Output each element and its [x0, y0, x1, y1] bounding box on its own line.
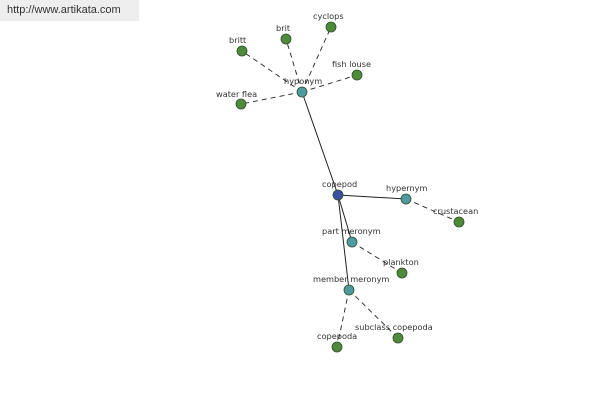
node-hyponym[interactable]	[296, 86, 308, 98]
labels-layer: copepod hyponym hypernym part meronym member…	[216, 11, 478, 341]
edge-hyponym-to-brit	[285, 38, 303, 93]
node-label-subclass-copepoda: subclass copepoda	[355, 322, 433, 332]
node-label-member-meronym: member meronym	[313, 274, 389, 284]
node-cyclops[interactable]	[325, 21, 337, 33]
edge-copepod-to-hypernym	[337, 194, 407, 200]
node-part-meronym[interactable]	[346, 236, 358, 248]
node-hypernym[interactable]	[400, 193, 412, 205]
node-britt[interactable]	[236, 45, 248, 57]
node-member-meronym[interactable]	[343, 284, 355, 296]
edge-member-meronym-to-copepoda	[336, 289, 350, 348]
nodes-layer	[235, 21, 465, 353]
edge-member-meronym-to-subclass-copepoda	[348, 289, 399, 339]
node-label-brit: brit	[276, 23, 291, 33]
edge-copepod-to-part-meronym	[337, 194, 353, 243]
edges-layer	[240, 26, 460, 348]
edge-hyponym-to-water-flea	[240, 91, 303, 105]
node-copepod[interactable]	[332, 189, 344, 201]
artikata-link[interactable]: http://www.artikata.com	[0, 0, 139, 21]
edge-hyponym-to-cyclops	[301, 26, 332, 93]
edge-part-meronym-to-plankton	[351, 241, 403, 274]
node-label-hyponym: hyponym	[284, 76, 322, 86]
node-label-fish-louse: fish louse	[332, 59, 371, 69]
node-subclass-copepoda[interactable]	[392, 332, 404, 344]
node-copepoda[interactable]	[331, 341, 343, 353]
edge-hypernym-to-crustacean	[405, 198, 460, 223]
node-label-cyclops: cyclops	[313, 11, 344, 21]
edge-hyponym-to-fish-louse	[301, 74, 358, 93]
node-label-crustacean: crustacean	[433, 206, 478, 216]
node-label-hypernym: hypernym	[386, 183, 428, 193]
node-label-copepoda: copepoda	[317, 331, 357, 341]
node-label-part-meronym: part meronym	[322, 226, 381, 236]
edge-hyponym-to-britt	[241, 50, 303, 93]
node-fish-louse[interactable]	[351, 69, 363, 81]
node-crustacean[interactable]	[453, 216, 465, 228]
node-label-britt: britt	[229, 35, 247, 45]
node-brit[interactable]	[280, 33, 292, 45]
node-plankton[interactable]	[396, 267, 408, 279]
node-label-copepod: copepod	[322, 179, 357, 189]
node-label-water-flea: water flea	[216, 89, 257, 99]
edge-copepod-to-hyponym	[301, 91, 339, 196]
node-label-plankton: plankton	[383, 257, 419, 267]
node-water-flea[interactable]	[235, 98, 247, 110]
edge-copepod-to-member-meronym	[337, 194, 350, 291]
